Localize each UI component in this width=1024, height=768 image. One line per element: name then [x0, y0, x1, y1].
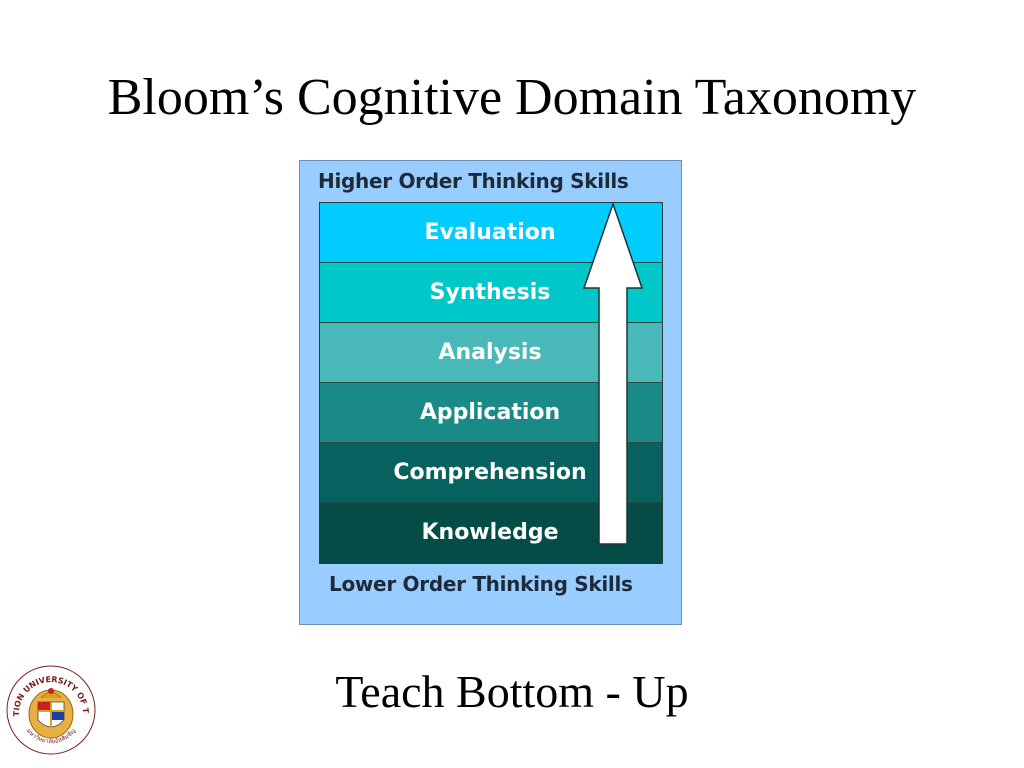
- university-seal-icon: ASSUMPTION UNIVERSITY OF THAILAND มหาวิท…: [5, 664, 96, 755]
- level-application: Application: [320, 383, 662, 443]
- level-comprehension: Comprehension: [320, 443, 662, 503]
- taxonomy-levels: Evaluation Synthesis Analysis Applicatio…: [319, 202, 663, 564]
- level-label: Knowledge: [421, 520, 559, 545]
- level-synthesis: Synthesis: [320, 263, 662, 323]
- level-label: Application: [419, 400, 561, 425]
- level-label: Comprehension: [393, 460, 587, 485]
- taxonomy-panel: Higher Order Thinking Skills Evaluation …: [299, 160, 682, 625]
- lower-order-caption: Lower Order Thinking Skills: [329, 572, 633, 596]
- slide-title: Bloom’s Cognitive Domain Taxonomy: [107, 69, 917, 126]
- slide-subtitle: Teach Bottom - Up: [335, 666, 689, 717]
- level-analysis: Analysis: [320, 323, 662, 383]
- level-label: Evaluation: [424, 220, 556, 245]
- level-label: Synthesis: [429, 280, 551, 305]
- higher-order-caption: Higher Order Thinking Skills: [318, 169, 629, 193]
- level-label: Analysis: [438, 340, 542, 365]
- level-evaluation: Evaluation: [320, 203, 662, 263]
- level-knowledge: Knowledge: [320, 503, 662, 563]
